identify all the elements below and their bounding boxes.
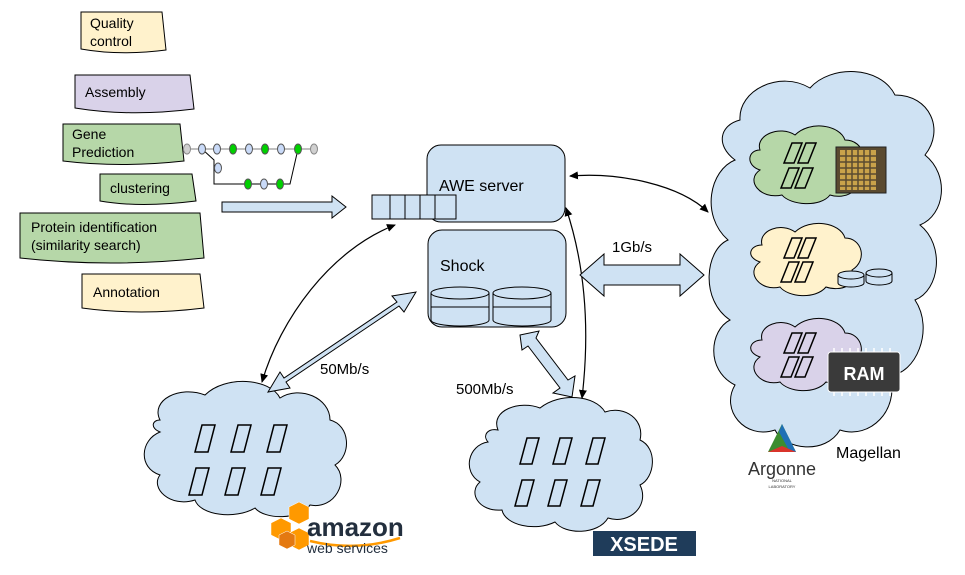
argonne-logo-text: Argonne [748, 459, 816, 479]
xsede-logo: XSEDE [593, 531, 696, 556]
workflow-node [183, 143, 191, 155]
step-label-line-1: Gene [72, 126, 106, 142]
step-label-line-1: Protein identification [31, 219, 157, 235]
connection-queue-amazon [260, 224, 396, 383]
step-label: Annotation [93, 284, 160, 300]
magellan-label: Magellan [836, 445, 901, 462]
link-shock-xsede-arrow [519, 330, 576, 398]
ram-chip-icon: RAM [827, 348, 901, 396]
link-shock-magellan-arrow [579, 252, 705, 298]
xsede-logo-text: XSEDE [610, 534, 678, 556]
workflow-node [310, 143, 318, 155]
argonne-logo-subtext-1: NATIONAL [772, 478, 792, 483]
step-label-line-2: control [90, 33, 132, 49]
amazon-cloud [143, 381, 347, 518]
workflow-node-active [229, 143, 237, 155]
step-label-line-2: (similarity search) [31, 237, 141, 253]
amazon-logo-text: amazon [307, 512, 404, 542]
link-label-amazon: 50Mb/s [320, 361, 369, 378]
workflow-node [277, 143, 285, 155]
pipeline-step-clustering: clustering [99, 173, 197, 205]
step-label-line-2: Prediction [72, 144, 134, 160]
shock-server: Shock [427, 229, 567, 328]
pipeline-step-protein-identification: Protein identification (similarity searc… [19, 212, 205, 264]
argonne-logo: Argonne NATIONAL LABORATORY [748, 424, 816, 489]
link-label-xsede: 500Mb/s [456, 381, 514, 398]
storage-disk [837, 270, 865, 288]
pipeline-step-assembly: Assembly [74, 74, 195, 114]
link-shock-amazon-arrow [267, 291, 417, 393]
awe-server: AWE server [426, 144, 566, 223]
workflow-node-active [276, 178, 284, 190]
storage-disk [430, 286, 490, 327]
workflow-graph [183, 143, 318, 190]
pipeline-step-gene-prediction: Gene Prediction [62, 123, 185, 165]
storage-disk [865, 268, 893, 286]
step-label: Assembly [85, 84, 146, 100]
workflow-node [260, 178, 268, 190]
workflow-node [214, 162, 222, 174]
submit-block-arrow [221, 194, 347, 220]
link-label-magellan: 1Gb/s [612, 239, 652, 256]
argonne-logo-subtext-2: LABORATORY [769, 484, 796, 489]
pipeline-step-annotation: Annotation [81, 273, 205, 313]
workflow-node-active [261, 143, 269, 155]
pipeline-step-quality-control: Quality control [80, 11, 167, 54]
workflow-node-active [294, 143, 302, 155]
shock-server-label: Shock [440, 258, 485, 275]
gpu-chip-icon [835, 146, 887, 194]
step-label-line-1: Quality [90, 15, 134, 31]
task-queue [371, 194, 457, 220]
workflow-node [245, 143, 253, 155]
ram-label: RAM [844, 364, 885, 384]
step-label: clustering [110, 180, 170, 196]
workflow-node [198, 143, 206, 155]
awe-server-label: AWE server [439, 178, 524, 195]
xsede-cloud [468, 396, 653, 532]
amazon-web-services-logo: amazon web services [270, 501, 404, 556]
magellan-cloud: RAM [708, 71, 942, 448]
workflow-node-active [244, 178, 252, 190]
amazon-logo-subtext: web services [306, 540, 388, 556]
connection-awe-magellan [569, 171, 709, 213]
storage-disk [492, 286, 552, 327]
workflow-node [213, 143, 221, 155]
connection-awe-xsede [564, 207, 587, 399]
